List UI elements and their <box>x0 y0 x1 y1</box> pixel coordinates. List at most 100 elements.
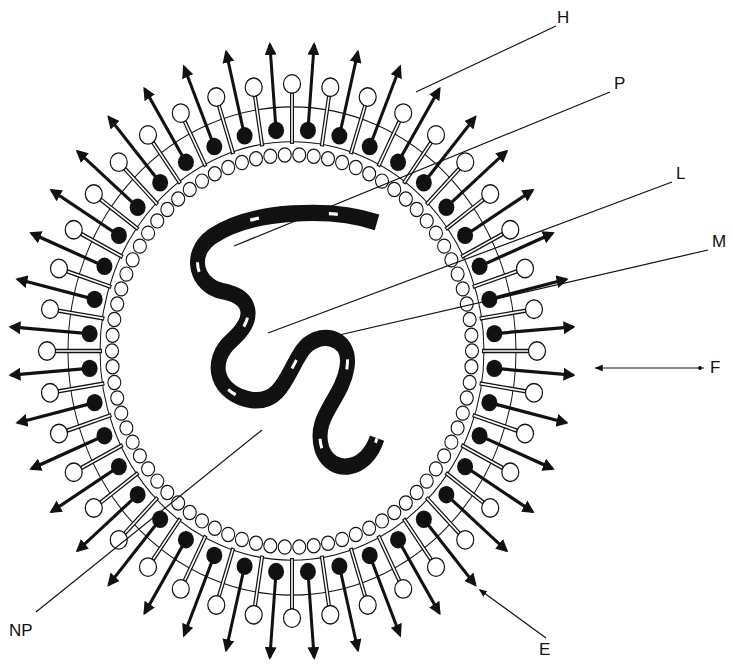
matrix-circle <box>466 344 479 358</box>
spike-head <box>284 75 301 94</box>
matrix-circle <box>183 182 196 196</box>
f-spike <box>226 557 252 649</box>
matrix-circle <box>445 435 458 449</box>
part-label: F <box>709 358 721 377</box>
h-spike <box>426 497 473 549</box>
spike-dot <box>152 511 168 528</box>
spike-arrow <box>447 151 506 206</box>
spike-head <box>172 104 189 123</box>
matrix-circle <box>429 226 442 240</box>
matrix-circle <box>336 532 349 546</box>
spike-head <box>525 384 542 403</box>
matrix-circle <box>322 536 335 550</box>
spike-dot <box>481 394 497 411</box>
spike-arrow <box>78 151 137 206</box>
spike-arrow <box>424 520 475 585</box>
leader-line <box>234 92 610 246</box>
spike-dot <box>331 127 347 144</box>
matrix-circle <box>111 391 124 405</box>
matrix-circle <box>420 214 433 228</box>
spike-dot <box>390 154 406 171</box>
spike-head <box>359 596 376 615</box>
spike-dot <box>130 199 146 216</box>
matrix-circle <box>142 462 155 476</box>
spike-stem <box>481 311 525 319</box>
matrix-circle <box>399 192 412 206</box>
spike-head <box>529 342 546 361</box>
matrix-circle <box>151 474 164 488</box>
spike-arrow <box>495 368 573 375</box>
matrix-circle <box>399 496 412 510</box>
matrix-circle <box>438 449 451 463</box>
matrix-circle <box>410 485 423 499</box>
spike-dot <box>130 486 146 503</box>
spike-arrow <box>490 403 566 423</box>
spike-stem <box>322 556 329 607</box>
spike-stem <box>255 97 262 145</box>
h-spike <box>482 342 546 361</box>
spike-head <box>482 499 499 518</box>
spike-arrow <box>270 573 276 658</box>
spike-dot <box>486 325 502 342</box>
matrix-circle <box>111 297 124 311</box>
matrix-circle <box>307 149 320 163</box>
matrix-circle <box>161 485 174 499</box>
spike-arrow <box>11 368 89 375</box>
spike-dot <box>178 531 194 548</box>
matrix-circle <box>208 167 221 181</box>
spike-stem <box>55 349 102 353</box>
spike-dot <box>96 258 112 275</box>
matrix-circle <box>249 152 262 166</box>
spike-stem <box>322 96 329 147</box>
matrix-circle <box>151 214 164 228</box>
matrix-circle <box>196 174 209 188</box>
spike-arrow <box>480 436 552 469</box>
spike-arrow <box>340 52 358 135</box>
virion <box>11 45 573 658</box>
spike-arrow <box>447 495 506 550</box>
matrix-circle <box>451 267 464 281</box>
spike-stem <box>255 556 262 607</box>
f-spike <box>416 117 475 191</box>
spike-dot <box>237 557 253 574</box>
spike-dot <box>416 511 432 528</box>
matrix-circle <box>106 360 119 374</box>
matrix-circle <box>429 462 442 476</box>
spike-stem <box>255 96 262 147</box>
f-spike <box>78 151 146 216</box>
f-spike <box>390 89 439 171</box>
part-label: M <box>711 232 727 251</box>
spike-arrow <box>184 67 214 146</box>
spike-dot <box>390 531 406 548</box>
matrix-circle <box>465 360 478 374</box>
leader-line <box>36 430 262 612</box>
matrix-circle <box>349 160 362 174</box>
spike-dot <box>206 547 222 564</box>
matrix-circle <box>420 474 433 488</box>
spike-arrow <box>52 190 119 234</box>
f-spike <box>11 360 98 377</box>
spike-stem <box>291 559 293 608</box>
spike-arrow <box>495 327 573 334</box>
matrix-circle <box>120 267 133 281</box>
spike-head <box>284 609 301 628</box>
spike-head <box>502 463 519 482</box>
spike-stem <box>483 350 528 352</box>
h-spike <box>110 153 157 205</box>
h-spike <box>110 497 157 549</box>
f-spike <box>184 67 222 155</box>
matrix-circle <box>463 312 476 326</box>
spike-dot <box>486 360 502 377</box>
matrix-circle <box>115 282 128 296</box>
matrix-circle <box>322 152 335 166</box>
spike-stem <box>322 557 329 605</box>
spike-head <box>457 531 474 550</box>
leader-line <box>480 590 546 638</box>
leader-line <box>596 367 704 368</box>
matrix-circle <box>376 514 389 528</box>
matrix-circle <box>264 149 277 163</box>
spike-dot <box>457 458 473 475</box>
f-spike <box>18 394 103 423</box>
spike-arrow <box>31 233 103 266</box>
matrix-circle <box>106 344 119 358</box>
